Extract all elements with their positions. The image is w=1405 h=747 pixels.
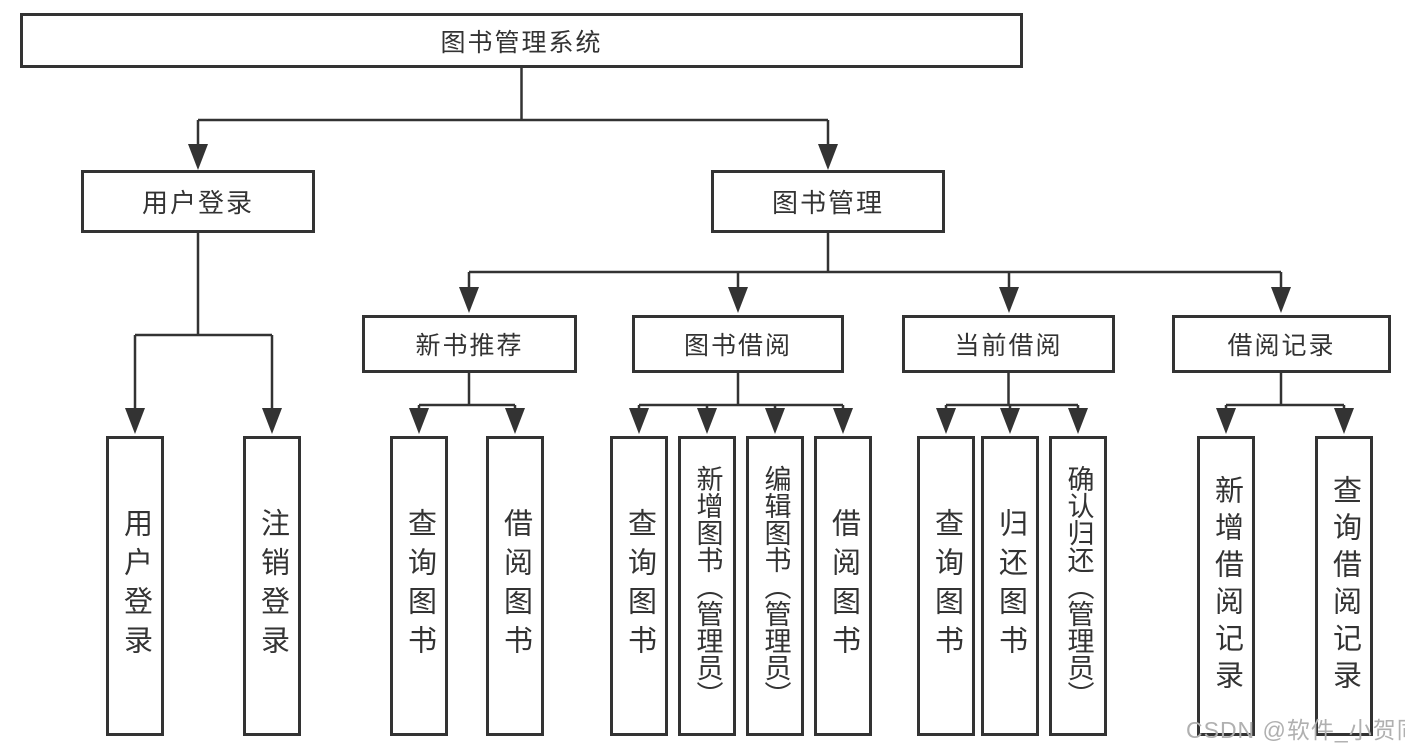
connector-user-login-to-leaves (133, 233, 274, 414)
leaf-borrow-books-1: 借阅图书 (486, 436, 544, 736)
node-user-login: 用户登录 (81, 170, 315, 233)
csdn-watermark: CSDN @软件_小贺同学 (1186, 717, 1405, 743)
leaf-label: 查询图书 (930, 508, 963, 664)
leaf-logout: 注销登录 (243, 436, 301, 736)
node-label: 图书管理系统 (440, 28, 603, 57)
leaf-label: 查询借阅记录 (1328, 475, 1361, 697)
node-label: 借阅记录 (1227, 332, 1336, 360)
leaf-query-borrow-record: 查询借阅记录 (1315, 436, 1373, 736)
arrowhead (1271, 287, 1291, 313)
node-label: 图书管理 (771, 188, 884, 218)
node-library-management-system: 图书管理系统 (20, 13, 1023, 68)
node-label: 新书推荐 (415, 332, 524, 360)
node-current-borrowing: 当前借阅 (902, 315, 1115, 373)
arrowhead (1000, 408, 1020, 434)
node-book-borrowing: 图书借阅 (632, 315, 844, 373)
leaf-query-books-3: 查询图书 (917, 436, 975, 736)
arrowhead (188, 144, 208, 170)
leaf-user-login: 用户登录 (106, 436, 164, 736)
leaf-return-books: 归还图书 (981, 436, 1039, 736)
leaf-borrow-books-2: 借阅图书 (814, 436, 872, 736)
connector-root-to-level2 (196, 68, 830, 150)
arrowhead (505, 408, 525, 434)
connector-records-to-leaves (1224, 373, 1346, 414)
leaf-query-books-1: 查询图书 (390, 436, 448, 736)
leaf-label: 新增借阅记录 (1210, 475, 1243, 697)
leaf-add-books-admin: 新增图书（管理员） (678, 436, 736, 736)
node-label: 图书借阅 (683, 332, 792, 360)
leaf-confirm-return-admin: 确认归还（管理员） (1049, 436, 1107, 736)
leaf-label: 新增图书（管理员） (692, 464, 723, 708)
leaf-label: 注销登录 (256, 508, 289, 664)
connector-new-book-to-leaves (417, 373, 517, 414)
arrowheads (125, 144, 1354, 434)
arrowhead (459, 287, 479, 313)
arrowhead (765, 408, 785, 434)
leaf-label: 确认归还（管理员） (1063, 464, 1094, 708)
arrowhead (1216, 408, 1236, 434)
arrowhead (125, 408, 145, 434)
leaf-label: 编辑图书（管理员） (760, 464, 791, 708)
leaf-label: 查询图书 (623, 508, 656, 664)
leaf-edit-books-admin: 编辑图书（管理员） (746, 436, 804, 736)
arrowhead (409, 408, 429, 434)
leaf-label: 用户登录 (119, 508, 152, 664)
connector-book-mgmt-to-level3 (467, 233, 1283, 292)
arrowhead (936, 408, 956, 434)
arrowhead (697, 408, 717, 434)
arrowhead (629, 408, 649, 434)
leaf-label: 归还图书 (994, 508, 1027, 664)
arrowhead (1068, 408, 1088, 434)
arrowhead (833, 408, 853, 434)
arrowhead (999, 287, 1019, 313)
leaf-query-books-2: 查询图书 (610, 436, 668, 736)
node-label: 用户登录 (141, 188, 254, 218)
arrowhead (1334, 408, 1354, 434)
connector-current-to-leaves (944, 373, 1080, 414)
leaf-label: 查询图书 (403, 508, 436, 664)
leaf-add-borrow-record: 新增借阅记录 (1197, 436, 1255, 736)
node-label: 当前借阅 (954, 332, 1063, 360)
node-book-management: 图书管理 (711, 170, 945, 233)
node-new-book-recommend: 新书推荐 (362, 315, 577, 373)
arrowhead (262, 408, 282, 434)
arrowhead (818, 144, 838, 170)
connector-borrow-to-leaves (637, 373, 845, 414)
leaf-label: 借阅图书 (827, 508, 860, 664)
node-borrow-records: 借阅记录 (1172, 315, 1391, 373)
arrowhead (728, 287, 748, 313)
leaf-label: 借阅图书 (499, 508, 532, 664)
